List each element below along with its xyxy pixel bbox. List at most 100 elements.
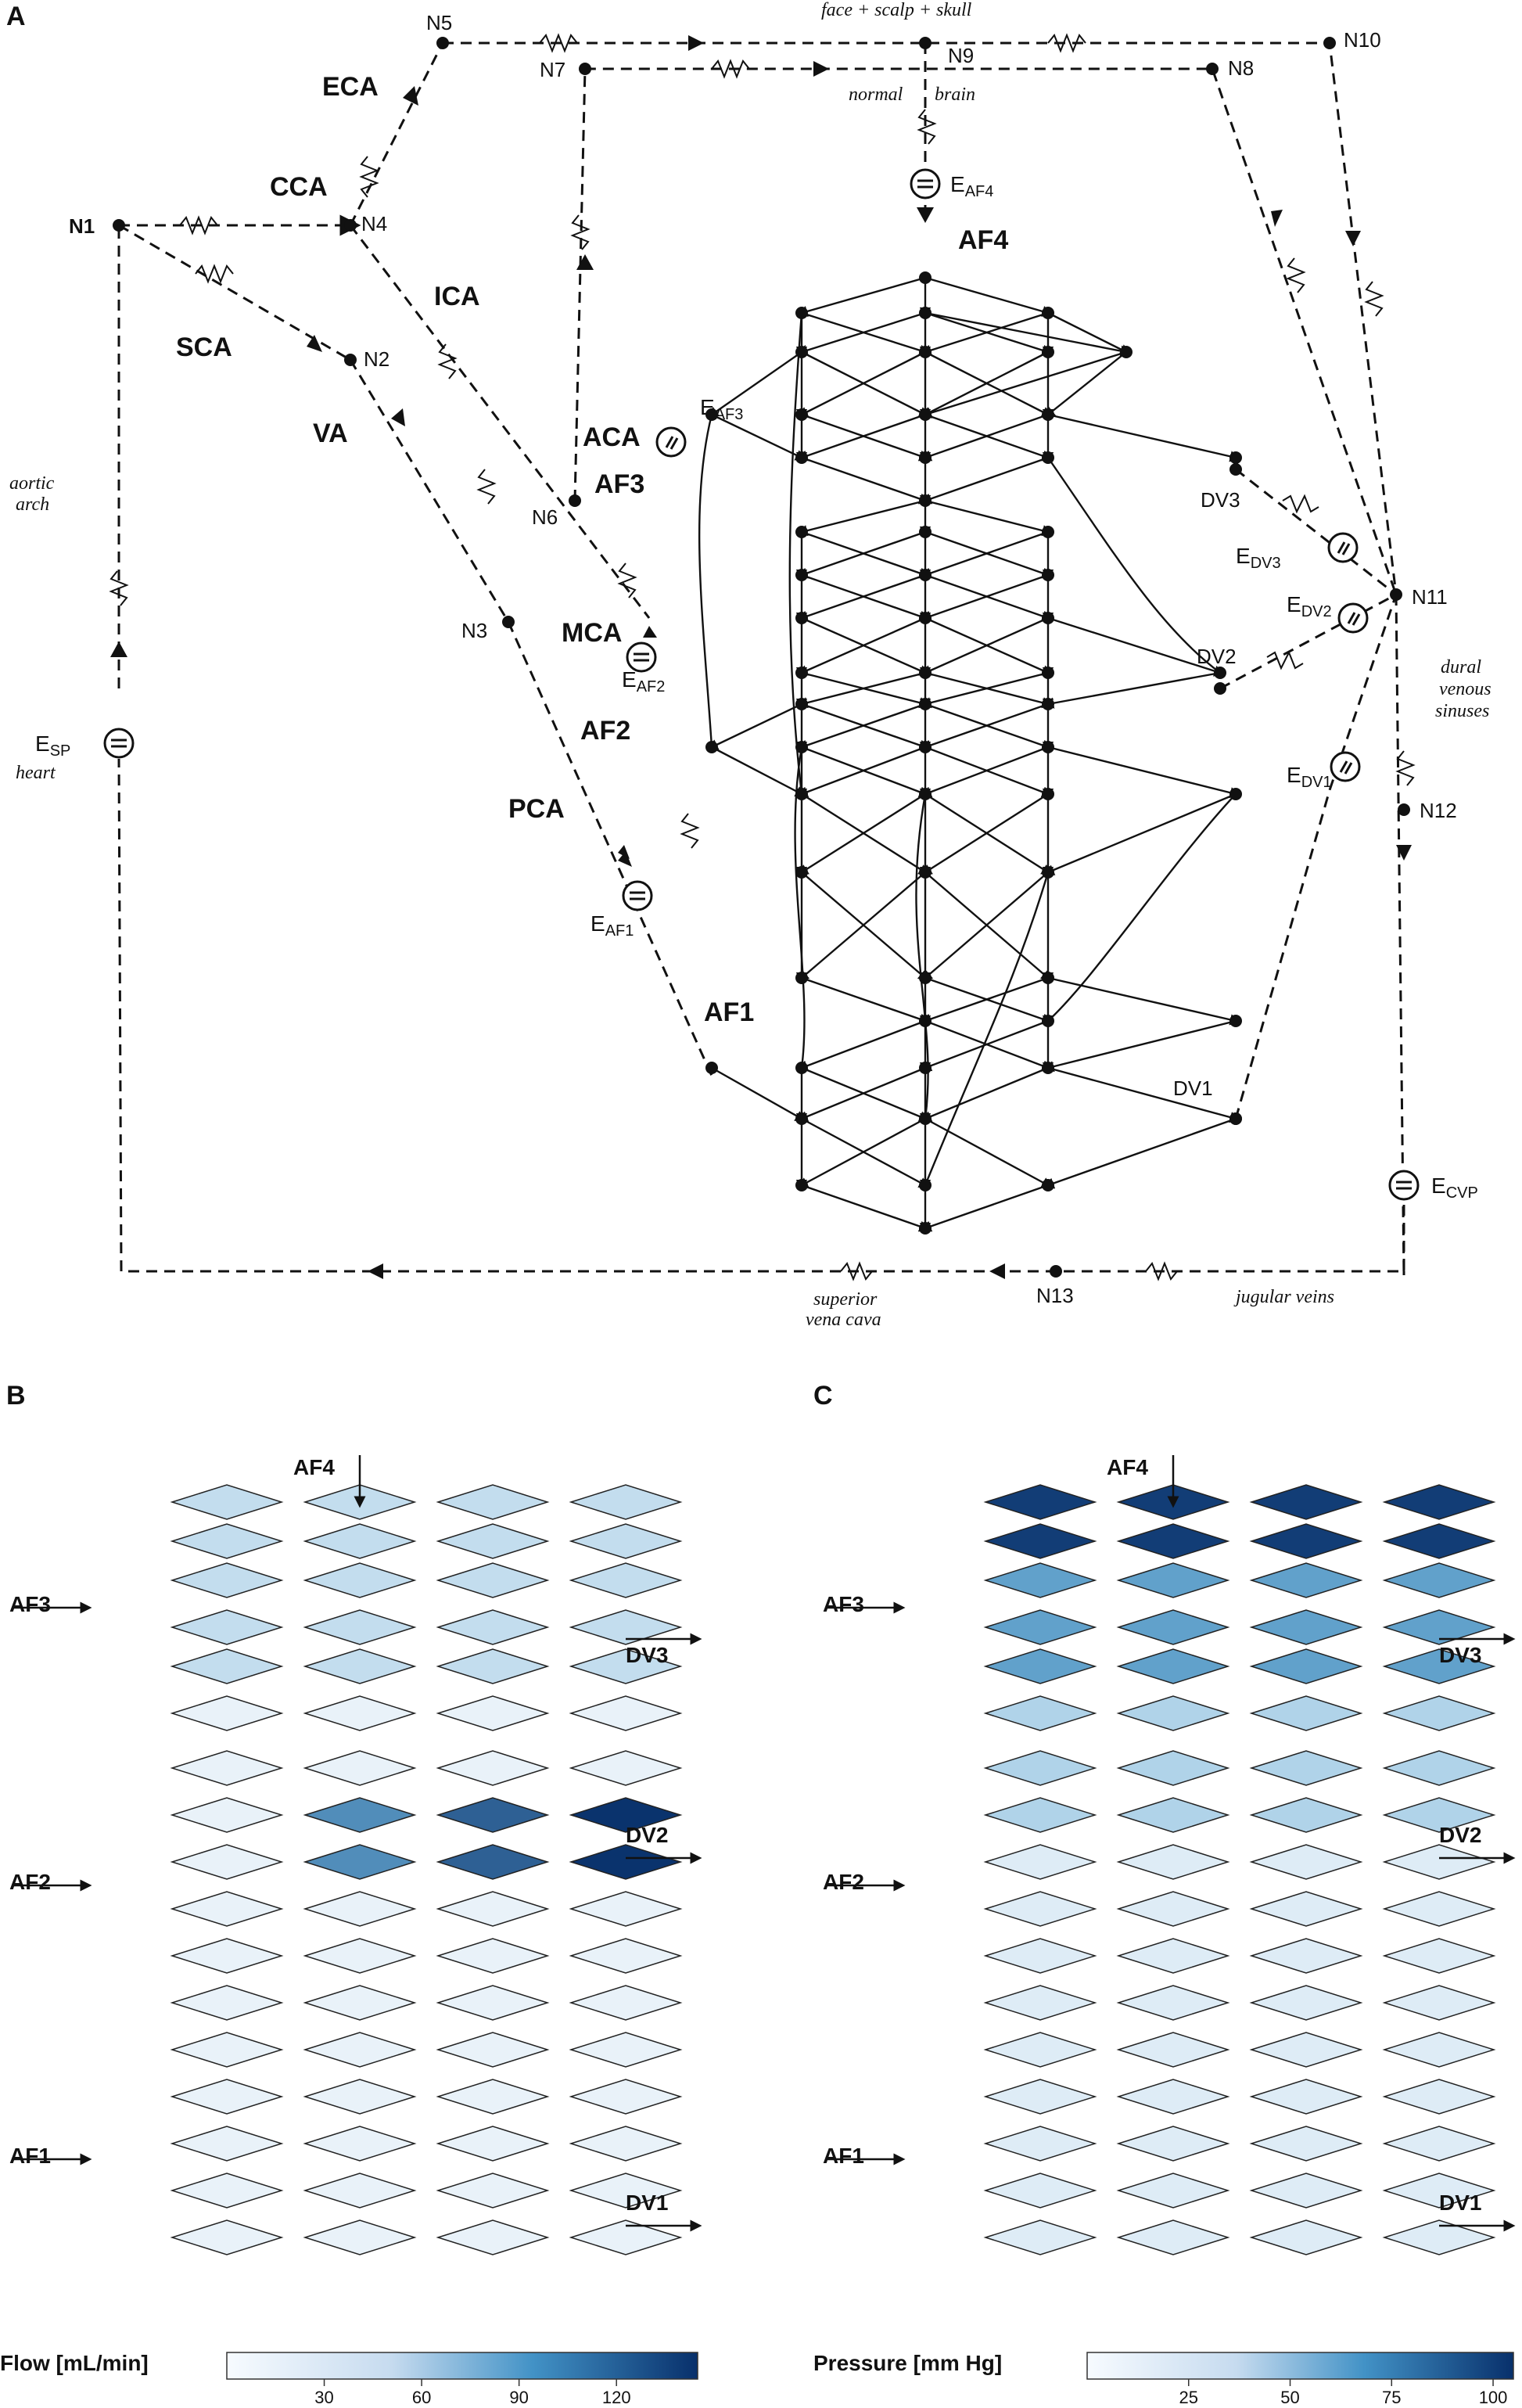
network-vessel xyxy=(436,1938,550,1974)
network-vessel xyxy=(1382,1891,1496,1927)
network-edge xyxy=(711,1066,807,1122)
edv3-label: EDV3 xyxy=(1236,544,1281,572)
network-vessel xyxy=(983,1648,1097,1684)
network-node xyxy=(795,526,808,538)
node-n7 xyxy=(579,63,591,75)
edv1-label: EDV1 xyxy=(1287,763,1332,791)
network-node xyxy=(1229,451,1242,464)
va-label: VA xyxy=(313,419,348,448)
circuit-nodes xyxy=(113,37,1410,1278)
network-node xyxy=(919,271,932,284)
network-vessel xyxy=(170,1985,284,2021)
network-vessel xyxy=(303,1797,417,1833)
node-n3 xyxy=(502,616,515,628)
af4-subscript: AF4 xyxy=(965,183,994,200)
panel-c-labels: AF4 AF3 AF2 AF1 DV3 DV2 DV1 xyxy=(823,1455,1481,2215)
network-edge xyxy=(920,573,1049,622)
network-vessel xyxy=(436,1484,550,1520)
e-symbol: E xyxy=(1236,544,1251,568)
network-edge xyxy=(920,1066,1049,1122)
source-bar xyxy=(665,436,679,450)
vena-cava-label: vena cava xyxy=(806,1310,881,1330)
network-vessel xyxy=(1116,1695,1230,1731)
n9-label: N9 xyxy=(948,44,974,67)
network-node xyxy=(1042,1179,1054,1191)
source-bar xyxy=(634,652,649,662)
network-edge xyxy=(920,311,1049,356)
network-node xyxy=(1042,667,1054,679)
n4-n5-edge xyxy=(349,42,444,226)
c-dv2-label: DV2 xyxy=(1439,1823,1481,1847)
colorbar-tick-label: 90 xyxy=(509,2388,528,2407)
arrowhead xyxy=(391,408,405,426)
network-vessel xyxy=(1249,1985,1363,2021)
network-node xyxy=(795,1062,808,1074)
resistor-icon xyxy=(179,215,218,235)
dv3-subscript: DV3 xyxy=(1251,555,1281,572)
network-vessel xyxy=(1382,2079,1496,2115)
node-n5 xyxy=(436,37,449,49)
network-node xyxy=(705,408,718,421)
network-node xyxy=(705,1062,718,1074)
c-af3-label: AF3 xyxy=(823,1592,864,1616)
esp-source-icon xyxy=(103,728,135,759)
network-vessel xyxy=(1382,1695,1496,1731)
e-symbol: E xyxy=(1287,763,1301,787)
network-vessel xyxy=(569,2079,683,2115)
network-vessel xyxy=(983,1484,1097,1520)
panel-a: A xyxy=(6,0,1491,1330)
resistor-icon xyxy=(109,570,129,606)
e-symbol: E xyxy=(950,172,965,196)
edv3-source-icon xyxy=(1327,532,1359,563)
dv1-label: DV1 xyxy=(1173,1076,1213,1100)
network-vessel xyxy=(569,1844,683,1880)
network-curve xyxy=(924,872,1050,1186)
ica-label: ICA xyxy=(434,282,480,311)
network-node xyxy=(795,788,808,800)
arrowhead xyxy=(403,86,418,106)
arrowhead xyxy=(917,207,934,223)
network-vessel xyxy=(1249,2079,1363,2115)
network-vessel xyxy=(303,1938,417,1974)
network-vessel xyxy=(170,1484,284,1520)
network-node xyxy=(1042,1015,1054,1027)
mca-label: MCA xyxy=(562,618,622,648)
network-vessel xyxy=(170,1523,284,1559)
network-vessel xyxy=(303,1844,417,1880)
network-vessel xyxy=(1249,2126,1363,2162)
af3-subscript: AF3 xyxy=(715,406,744,423)
n7-label: N7 xyxy=(540,58,565,81)
ecvp-source-icon xyxy=(1388,1170,1420,1201)
n1-n2-edge xyxy=(118,224,351,361)
eaf2-source-icon xyxy=(626,642,657,673)
network-node xyxy=(919,408,932,421)
network-vessel xyxy=(436,2126,550,2162)
dv3-n11-edge xyxy=(1235,468,1397,596)
network-node xyxy=(919,972,932,984)
network-edge xyxy=(920,350,1127,419)
network-vessel xyxy=(1116,1750,1230,1786)
network-vessel xyxy=(569,2032,683,2068)
network-vessel xyxy=(436,1562,550,1598)
node-dv3 xyxy=(1229,463,1242,476)
network-edge xyxy=(796,311,926,356)
pca-label: PCA xyxy=(508,794,565,824)
network-vessel xyxy=(983,1523,1097,1559)
network-vessel xyxy=(303,1523,417,1559)
network-node xyxy=(919,866,932,879)
network-vessel xyxy=(569,2219,683,2255)
network-edge xyxy=(1047,413,1242,462)
n4-label: N4 xyxy=(361,212,387,235)
network-node xyxy=(919,698,932,710)
flow-colorbar-bar xyxy=(226,2352,698,2380)
resistor-icon xyxy=(195,264,234,284)
arch-label: arch xyxy=(16,494,49,515)
colorbar-tick-label: 100 xyxy=(1479,2388,1508,2407)
node-n12 xyxy=(1398,803,1410,816)
network-vessel xyxy=(569,1562,683,1598)
pressure-colorbar-label: Pressure [mm Hg] xyxy=(813,2351,1002,2375)
resistor-icon xyxy=(1364,281,1384,317)
colorbar-tick-label: 120 xyxy=(602,2388,631,2407)
